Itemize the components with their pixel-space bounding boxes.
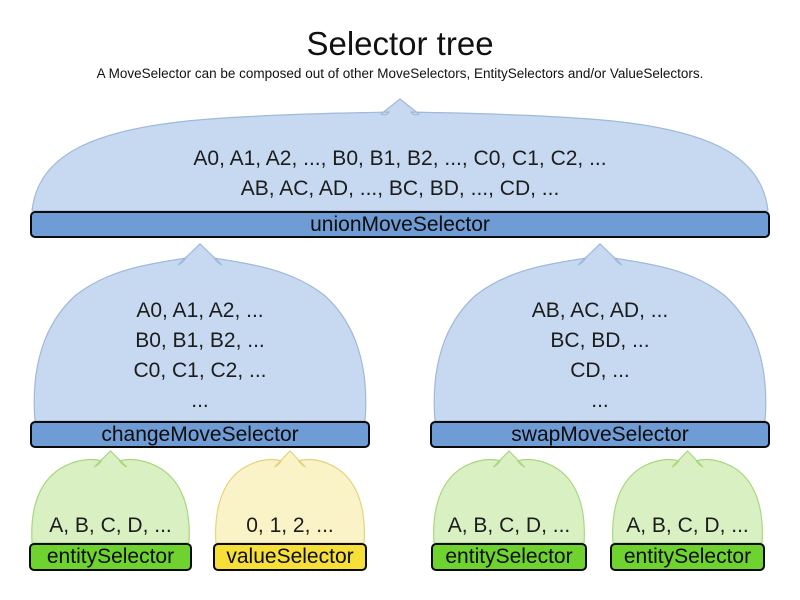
selection-line: ... (191, 389, 209, 412)
selection-line: ... (591, 389, 609, 412)
selection-line: C0, C1, C2, ... (133, 359, 267, 382)
selection-line: B0, B1, B2, ... (135, 329, 265, 352)
entity-selection-items: A, B, C, D, ... (431, 512, 587, 540)
value-selector-funnel: 0, 1, 2, ... (213, 450, 367, 543)
entity-selector-bar: entitySelector (431, 543, 587, 571)
selection-line: 0, 1, 2, ... (246, 514, 334, 537)
change-move-selector-bar: changeMoveSelector (30, 421, 370, 448)
union-move-selector-bar: unionMoveSelector (30, 211, 770, 238)
entity-selection-items: A, B, C, D, ... (610, 512, 765, 540)
page-subtitle: A MoveSelector can be composed out of ot… (96, 66, 704, 81)
selection-line: A, B, C, D, ... (447, 514, 571, 537)
selection-line: A0, A1, A2, ..., B0, B1, B2, ..., C0, C1… (193, 147, 607, 170)
swap-selection-items: AB, AC, AD, ... BC, BD, ... CD, ... ... (430, 296, 770, 416)
selection-line: AB, AC, AD, ..., BC, BD, ..., CD, ... (240, 177, 560, 200)
entity-selector-bar: entitySelector (29, 543, 192, 571)
selection-line: CD, ... (570, 359, 630, 382)
selection-line: BC, BD, ... (550, 329, 650, 352)
entity-selector-funnel: A, B, C, D, ... (610, 450, 765, 543)
change-move-selector-funnel: A0, A1, A2, ... B0, B1, B2, ... C0, C1, … (30, 243, 370, 421)
selection-line: AB, AC, AD, ... (531, 299, 669, 322)
union-selection-items: A0, A1, A2, ..., B0, B1, B2, ..., C0, C1… (30, 144, 770, 204)
selection-line: A, B, C, D, ... (49, 514, 172, 537)
page-title: Selector tree (306, 25, 494, 62)
value-selector-bar: valueSelector (213, 543, 367, 571)
swap-move-selector-bar: swapMoveSelector (430, 421, 770, 448)
entity-selection-items: A, B, C, D, ... (29, 512, 192, 540)
selection-line: A, B, C, D, ... (626, 514, 749, 537)
selection-line: A0, A1, A2, ... (136, 299, 264, 322)
union-move-selector-funnel: A0, A1, A2, ..., B0, B1, B2, ..., C0, C1… (30, 98, 770, 211)
entity-selector-funnel: A, B, C, D, ... (29, 450, 192, 543)
value-selection-items: 0, 1, 2, ... (213, 512, 367, 540)
entity-selector-funnel: A, B, C, D, ... (431, 450, 587, 543)
entity-selector-bar: entitySelector (610, 543, 765, 571)
swap-move-selector-funnel: AB, AC, AD, ... BC, BD, ... CD, ... ... (430, 243, 770, 421)
change-selection-items: A0, A1, A2, ... B0, B1, B2, ... C0, C1, … (30, 296, 370, 416)
